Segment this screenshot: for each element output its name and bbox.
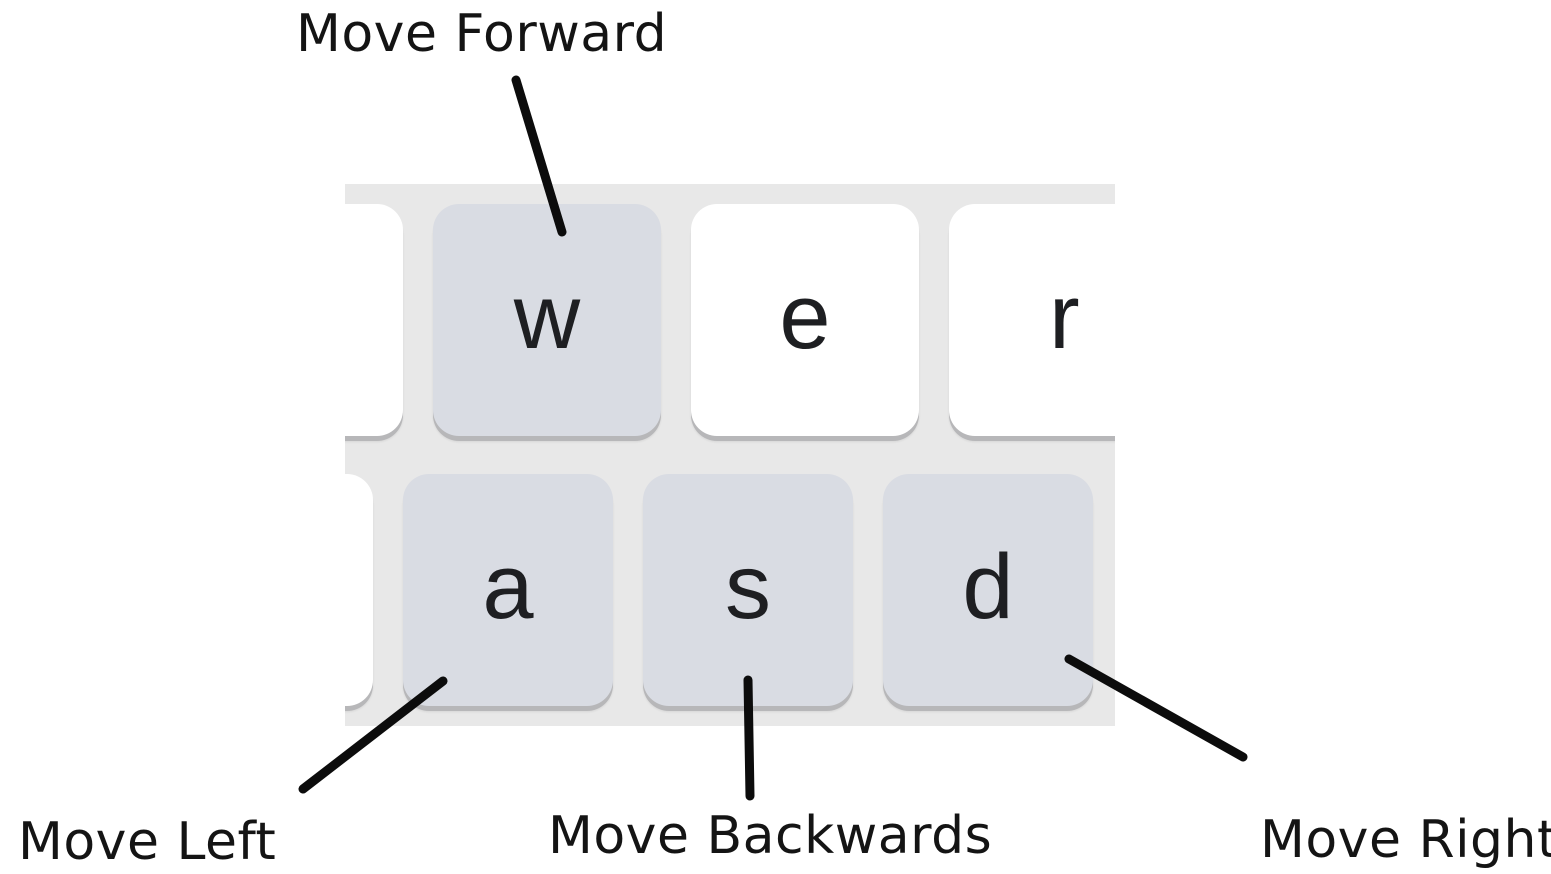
key-a-letter: a bbox=[482, 536, 534, 638]
key-r[interactable]: r bbox=[949, 204, 1115, 436]
label-move-backwards: Move Backwards bbox=[548, 806, 993, 866]
key-w[interactable]: w bbox=[433, 204, 661, 436]
key-r-letter: r bbox=[1049, 266, 1080, 368]
key-left-partial-top bbox=[345, 204, 403, 436]
key-s-letter: s bbox=[725, 536, 771, 638]
key-d-letter: d bbox=[962, 536, 1014, 638]
key-e-letter: e bbox=[779, 266, 831, 368]
key-s[interactable]: s bbox=[643, 474, 853, 706]
label-move-right: Move Right bbox=[1260, 810, 1551, 870]
key-e[interactable]: e bbox=[691, 204, 919, 436]
key-a[interactable]: a bbox=[403, 474, 613, 706]
key-left-partial-home bbox=[345, 474, 373, 706]
key-w-letter: w bbox=[513, 266, 581, 368]
label-move-left: Move Left bbox=[18, 812, 277, 872]
keyboard-top-edge bbox=[345, 184, 1115, 202]
label-move-forward: Move Forward bbox=[296, 4, 668, 64]
keyboard-fragment: w e r a s d bbox=[345, 184, 1115, 726]
key-d[interactable]: d bbox=[883, 474, 1093, 706]
